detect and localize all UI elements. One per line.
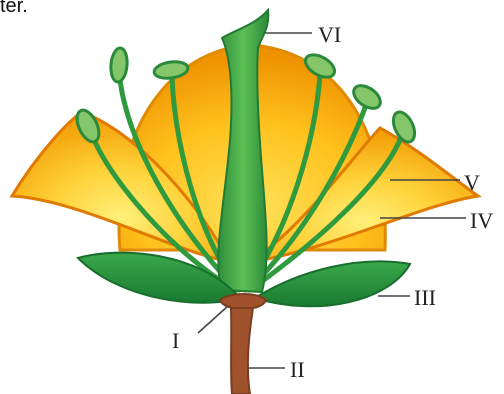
label-I: I bbox=[172, 328, 179, 353]
label-II: II bbox=[290, 357, 305, 382]
stem bbox=[231, 308, 253, 394]
leader-I bbox=[198, 306, 228, 333]
top-clipped-text: ter. bbox=[0, 0, 28, 17]
label-VI: VI bbox=[318, 22, 341, 47]
anther-2 bbox=[110, 47, 129, 82]
label-IV: IV bbox=[470, 208, 493, 233]
label-V: V bbox=[464, 170, 480, 195]
label-III: III bbox=[414, 285, 436, 310]
